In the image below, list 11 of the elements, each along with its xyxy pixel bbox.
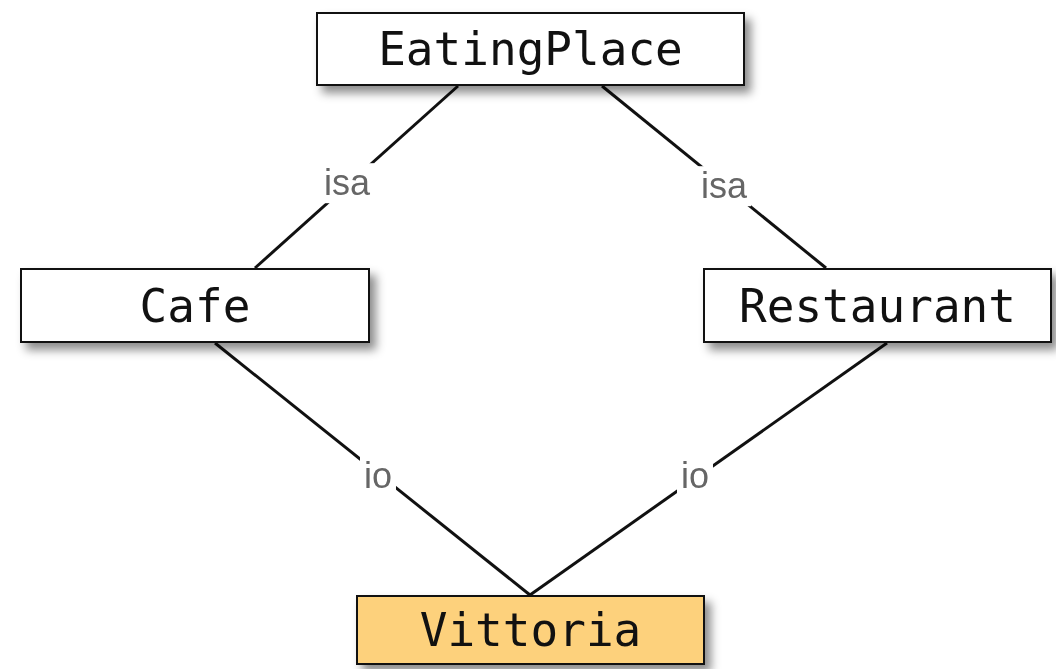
connector-line	[214, 341, 531, 597]
node-label: Cafe	[139, 278, 251, 333]
class-box	[703, 268, 1052, 343]
node-label: EatingPlace	[378, 22, 683, 76]
node-label: Vittoria	[419, 603, 642, 657]
class-box	[316, 12, 745, 86]
edge-label: isa	[697, 166, 751, 206]
connector-line	[529, 341, 888, 597]
class-box	[20, 268, 370, 343]
node-label: Restaurant	[739, 278, 1016, 333]
instance-box	[356, 595, 705, 665]
